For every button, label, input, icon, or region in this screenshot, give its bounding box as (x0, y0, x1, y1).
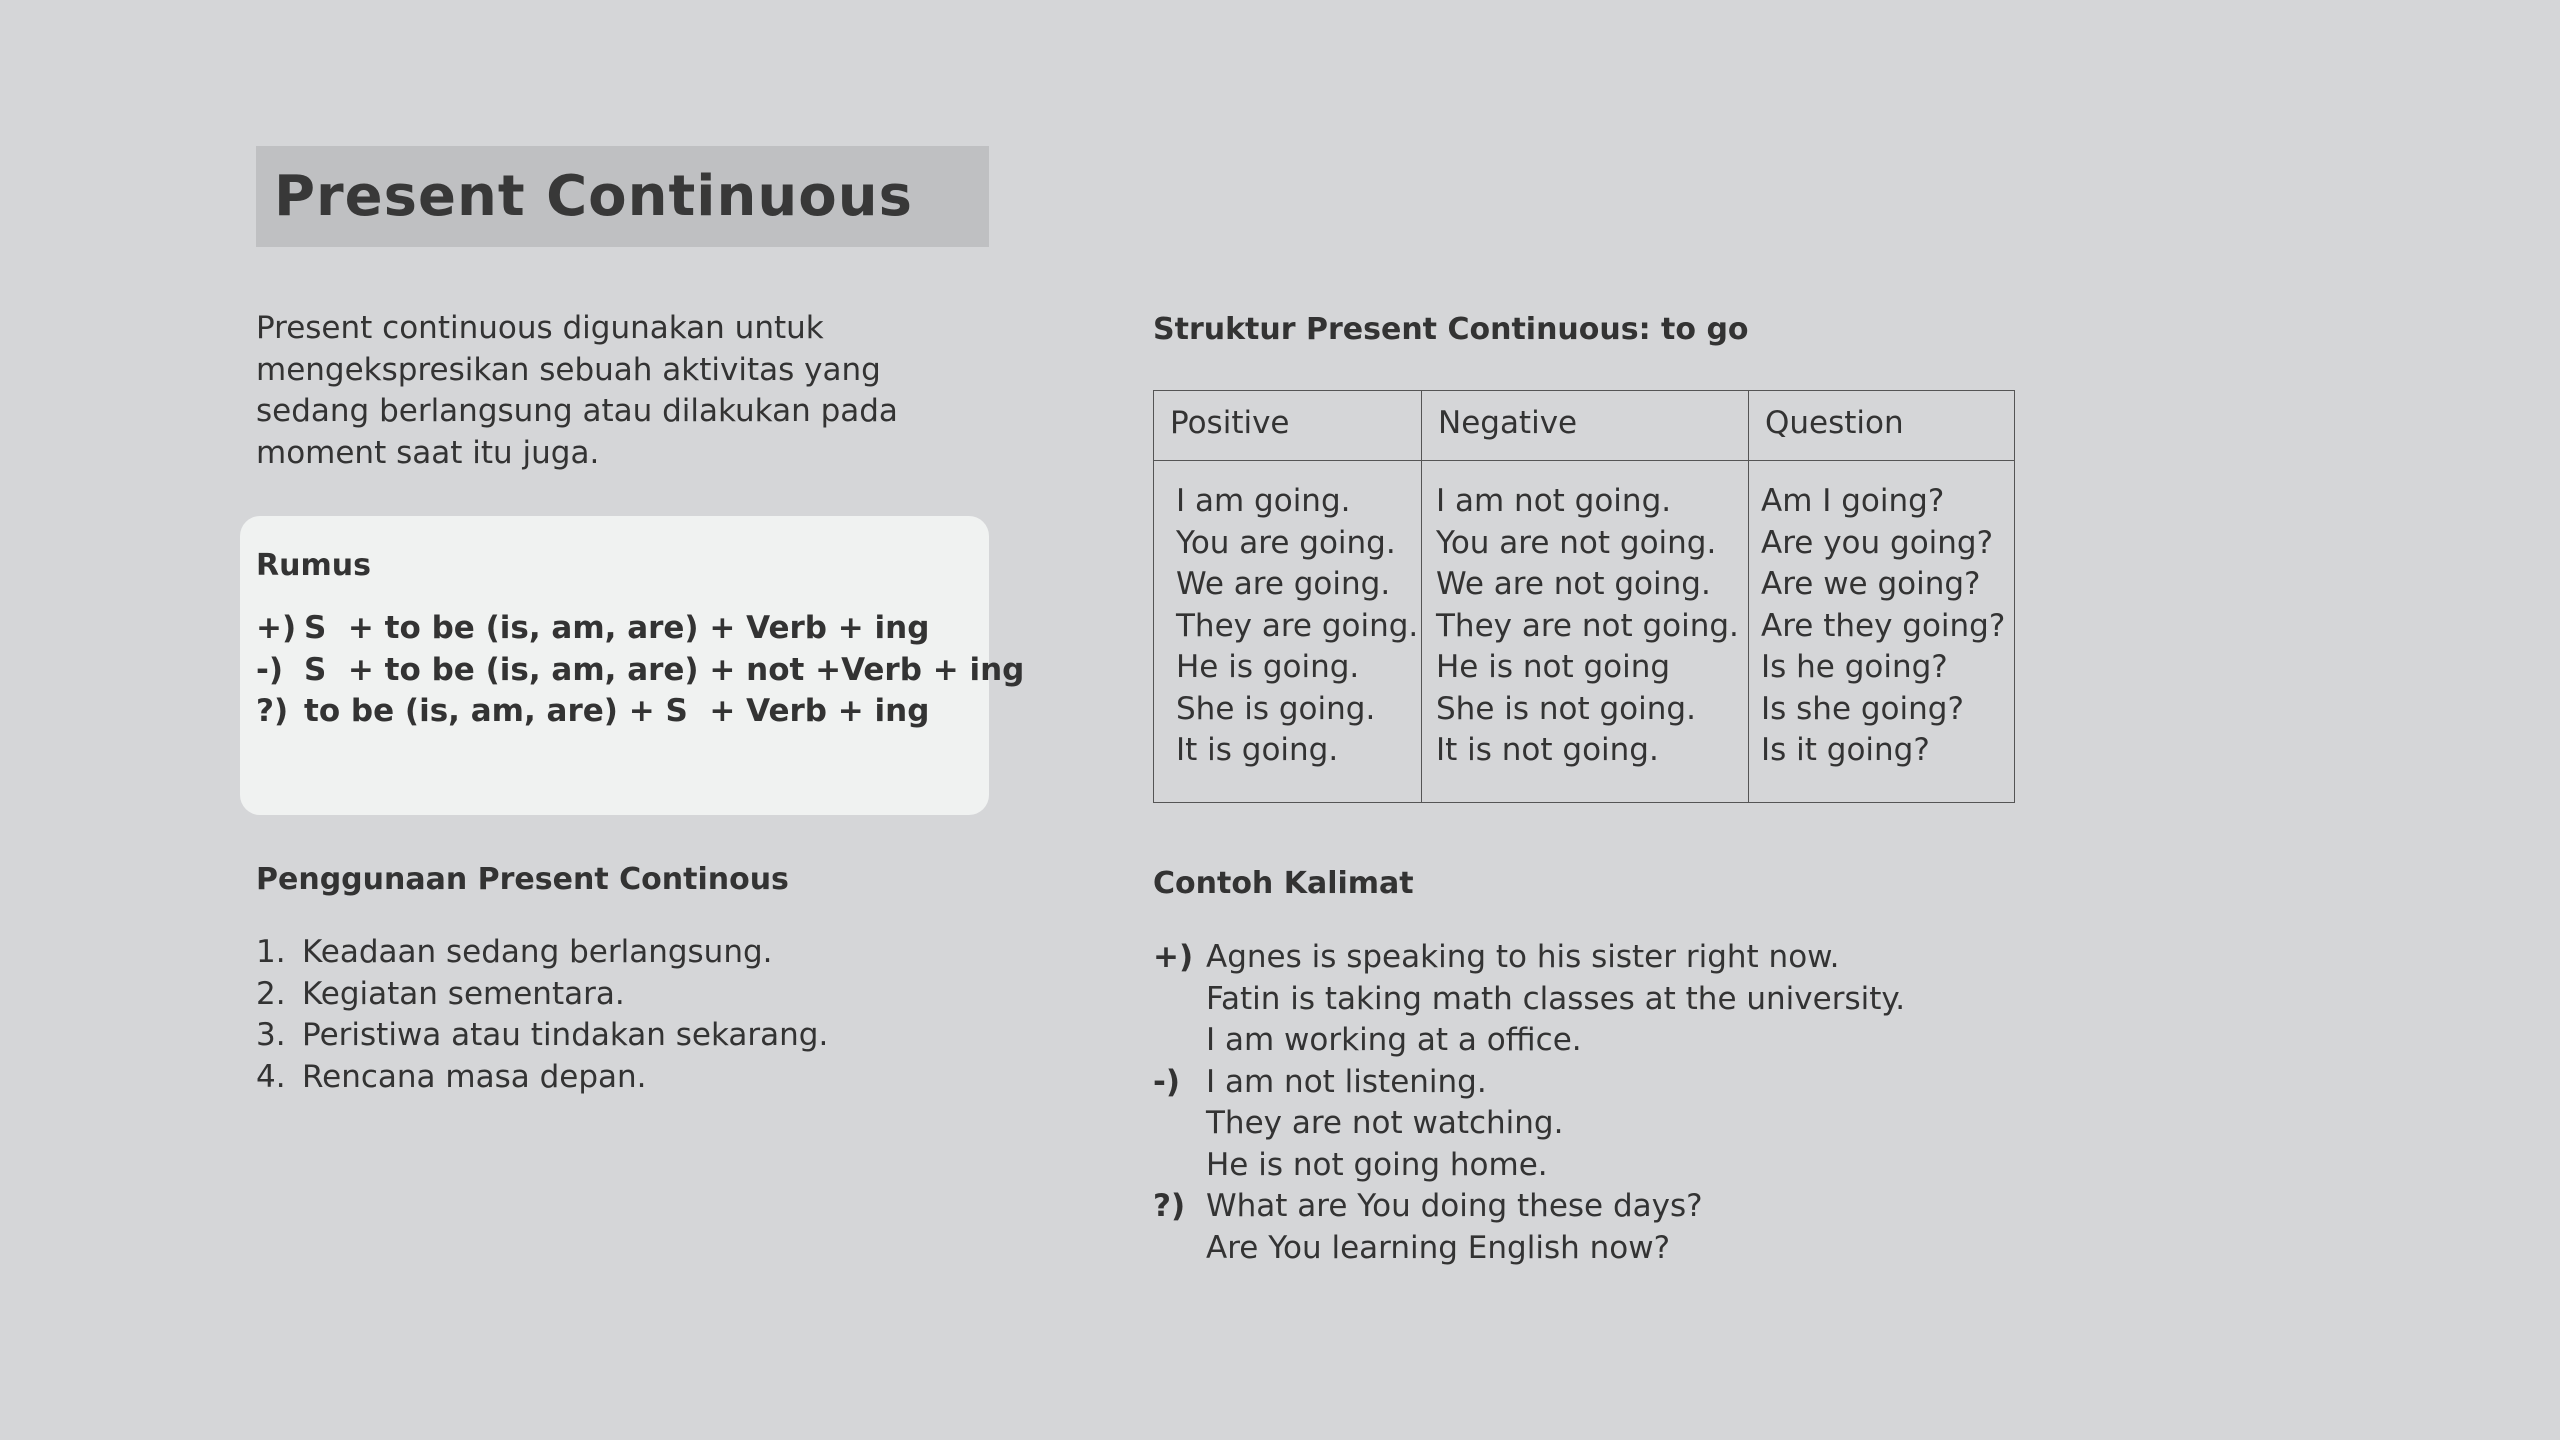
intro-line: mengekspresikan sebuah aktivitas yang (256, 351, 881, 388)
example-sentence: He is not going home. (1206, 1146, 1548, 1183)
examples-title: Contoh Kalimat (1153, 866, 1414, 901)
example-sentence: I am working at a office. (1206, 1022, 1582, 1058)
list-item: 2. Kegiatan sementara. (256, 974, 828, 1016)
example-lines: I am not listening. They are not watchin… (1206, 1062, 1563, 1187)
formula-card: Rumus +)S + to be (is, am, are) + Verb +… (240, 516, 1024, 815)
question-sentence: Are they going? (1761, 607, 2006, 644)
intro-line: sedang berlangsung atau dilakukan pada (256, 393, 898, 429)
negative-sentence: You are not going. (1436, 524, 1717, 561)
example-mark: ?) (1153, 1188, 1186, 1224)
example-mark: +) (1153, 939, 1194, 975)
formula-negative: -) S + to be (is, am, are) + not +Verb + … (256, 650, 1024, 692)
negative-sentence: It is not going. (1436, 732, 1659, 768)
structure-title: Struktur Present Continuous: to go (1153, 312, 1749, 347)
question-sentence: Is she going? (1761, 690, 1964, 727)
question-sentence: Are you going? (1761, 524, 1994, 561)
table-header-row: Positive Negative Question (1153, 390, 2015, 461)
positive-sentence: It is going. (1176, 732, 1339, 768)
formula-mark: -) (256, 651, 284, 688)
examples-section: +) Agnes is speaking to his sister right… (1153, 937, 1905, 1269)
positive-sentence: He is going. (1176, 649, 1360, 685)
negative-sentence: She is not going. (1436, 690, 1696, 727)
formula-mark: ?) (256, 693, 289, 729)
intro-paragraph: Present continuous digunakan untuk menge… (256, 308, 936, 474)
formula-positive: +)S + to be (is, am, are) + Verb + ing (256, 608, 989, 650)
list-number: 2. (256, 975, 286, 1012)
question-sentence: Am I going? (1761, 483, 1945, 519)
positive-sentence: They are going. (1176, 607, 1419, 644)
example-group-negative: -) I am not listening. They are not watc… (1153, 1062, 1905, 1187)
page-title: Present Continuous (274, 164, 913, 229)
structure-table: Positive Negative Question I am going. Y… (1153, 390, 2015, 803)
negative-sentence: We are not going. (1436, 566, 1711, 602)
formula-mark: +) (256, 610, 297, 646)
example-sentence: Are You learning English now? (1206, 1229, 1671, 1266)
header-question: Question (1748, 390, 2015, 461)
example-sentence: They are not watching. (1206, 1105, 1564, 1141)
example-sentence: Fatin is taking math classes at the univ… (1206, 980, 1906, 1017)
positive-sentence: I am going. (1176, 483, 1351, 519)
list-text: Keadaan sedang berlangsung. (302, 934, 773, 970)
title-banner: Present Continuous (256, 146, 989, 247)
header-negative: Negative (1421, 390, 1749, 461)
formula-text: S + to be (is, am, are) + not +Verb + in… (304, 651, 1025, 688)
usage-list: 1. Keadaan sedang berlangsung. 2. Kegiatan… (256, 932, 828, 1098)
negative-cell: I am not going. You are not going. We ar… (1421, 460, 1749, 803)
example-lines: What are You doing these days? Are You l… (1206, 1186, 1703, 1269)
negative-sentence: He is not going (1436, 649, 1671, 685)
example-sentence: What are You doing these days? (1206, 1188, 1703, 1224)
question-sentence: Are we going? (1761, 566, 1981, 602)
example-mark: -) (1153, 1063, 1181, 1100)
list-text: Kegiatan sementara. (302, 975, 625, 1012)
positive-sentence: She is going. (1176, 690, 1376, 727)
formula-question: ?) to be (is, am, are) + S + Verb + ing (256, 691, 989, 733)
list-number: 4. (256, 1058, 286, 1095)
list-item: 3. Peristiwa atau tindakan sekarang. (256, 1015, 828, 1057)
list-number: 1. (256, 934, 286, 970)
formula-text: S + to be (is, am, are) + Verb + ing (304, 610, 930, 646)
formula-text: to be (is, am, are) + S + Verb + ing (304, 693, 930, 729)
positive-cell: I am going. You are going. We are going.… (1153, 460, 1422, 803)
example-group-positive: +) Agnes is speaking to his sister right… (1153, 937, 1905, 1062)
list-item: 1. Keadaan sedang berlangsung. (256, 932, 828, 974)
list-item: 4. Rencana masa depan. (256, 1057, 828, 1099)
negative-sentence: They are not going. (1436, 607, 1739, 644)
example-sentence: Agnes is speaking to his sister right no… (1206, 939, 1840, 975)
question-cell: Am I going? Are you going? Are we going?… (1748, 460, 2015, 803)
list-text: Rencana masa depan. (302, 1058, 647, 1095)
intro-line: moment saat itu juga. (256, 434, 600, 471)
list-number: 3. (256, 1017, 286, 1053)
positive-sentence: You are going. (1176, 524, 1396, 561)
question-sentence: Is it going? (1761, 732, 1930, 768)
usage-title: Penggunaan Present Continous (256, 862, 789, 897)
example-sentence: I am not listening. (1206, 1063, 1487, 1100)
negative-sentence: I am not going. (1436, 483, 1672, 519)
example-lines: Agnes is speaking to his sister right no… (1206, 937, 1905, 1062)
header-positive: Positive (1153, 390, 1422, 461)
question-sentence: Is he going? (1761, 649, 1948, 685)
formula-title: Rumus (256, 548, 371, 583)
positive-sentence: We are going. (1176, 566, 1391, 602)
example-group-question: ?) What are You doing these days? Are Yo… (1153, 1186, 1905, 1269)
list-text: Peristiwa atau tindakan sekarang. (302, 1017, 829, 1053)
intro-line: Present continuous digunakan untuk (256, 310, 824, 346)
table-row: I am going. You are going. We are going.… (1153, 460, 2015, 803)
